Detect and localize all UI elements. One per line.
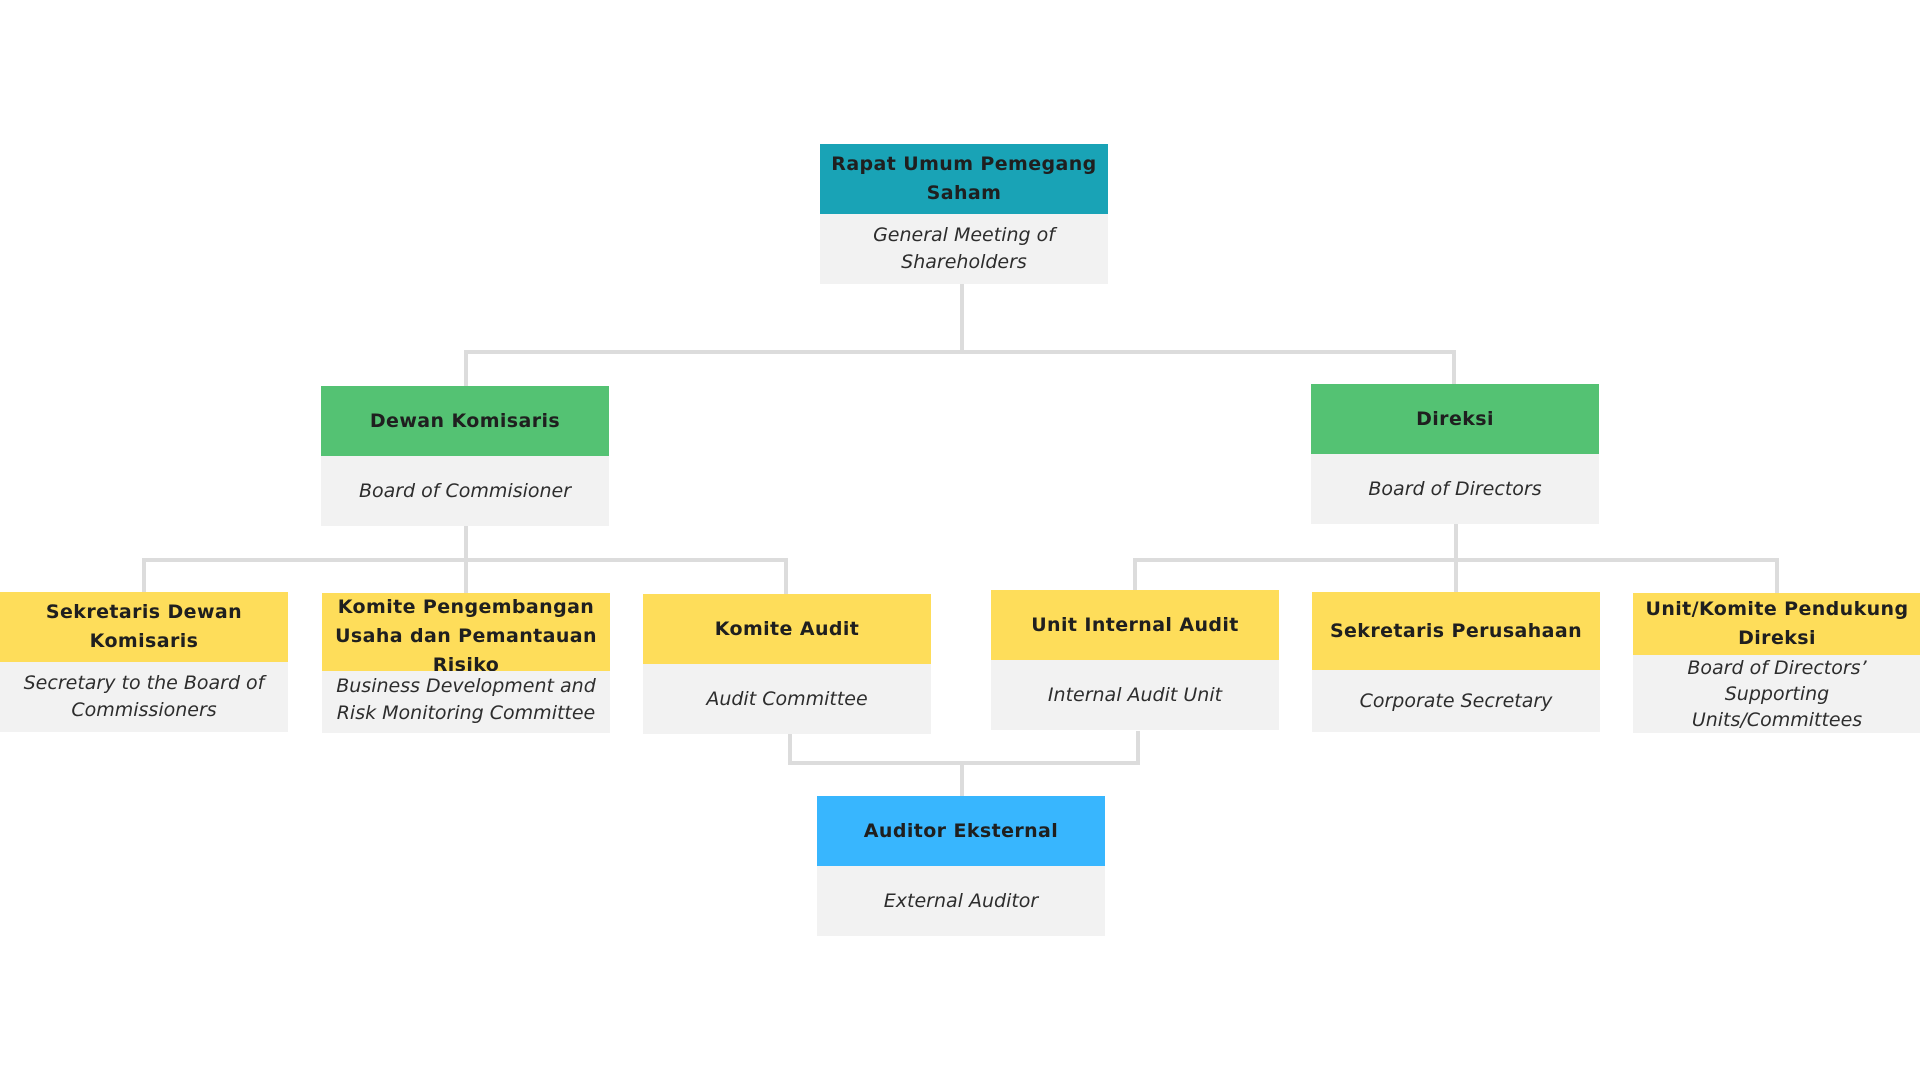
commissioner-secretary-subtitle: Secretary to the Board of Commissioners <box>0 662 288 732</box>
auditor-connector <box>788 731 1140 797</box>
external-auditor-subtitle: External Auditor <box>817 866 1105 936</box>
node-external-auditor: Auditor Eksternal External Auditor <box>817 796 1105 936</box>
commissioners-title: Dewan Komisaris <box>321 386 609 456</box>
commissioner-secretary-title: Sekretaris Dewan Komisaris <box>0 592 288 662</box>
general-meeting-title: Rapat Umum Pemegang Saham <box>820 144 1108 214</box>
corporate-secretary-title: Sekretaris Perusahaan <box>1312 592 1600 670</box>
gms-connector <box>464 284 1456 389</box>
corporate-secretary-subtitle: Corporate Secretary <box>1312 670 1600 732</box>
node-board-of-directors: Direksi Board of Directors <box>1311 384 1599 524</box>
audit-committee-title: Komite Audit <box>643 594 931 664</box>
directors-title: Direksi <box>1311 384 1599 454</box>
commissioners-subtitle: Board of Commisioner <box>321 456 609 526</box>
node-audit-committee: Komite Audit Audit Committee <box>643 594 931 734</box>
node-risk-monitoring-committee: Komite Pengembangan Usaha dan Pemantauan… <box>322 593 610 733</box>
node-directors-supporting-units: Unit/Komite Pendukung Direksi Board of D… <box>1633 593 1920 733</box>
node-board-of-commissioners: Dewan Komisaris Board of Commisioner <box>321 386 609 526</box>
directors-subtitle: Board of Directors <box>1311 454 1599 524</box>
general-meeting-subtitle: General Meeting of Shareholders <box>820 214 1108 284</box>
commissioners-connector <box>142 525 788 597</box>
node-internal-audit-unit: Unit Internal Audit Internal Audit Unit <box>991 590 1279 730</box>
directors-support-title: Unit/Komite Pendukung Direksi <box>1633 593 1920 655</box>
audit-committee-subtitle: Audit Committee <box>643 664 931 734</box>
internal-audit-subtitle: Internal Audit Unit <box>991 660 1279 730</box>
directors-support-subtitle: Board of Directors’ Supporting Units/Com… <box>1633 655 1920 733</box>
risk-committee-title: Komite Pengembangan Usaha dan Pemantauan… <box>322 593 610 671</box>
node-general-meeting: Rapat Umum Pemegang Saham General Meetin… <box>820 144 1108 284</box>
internal-audit-title: Unit Internal Audit <box>991 590 1279 660</box>
directors-connector <box>1133 523 1779 595</box>
risk-committee-subtitle: Business Development and Risk Monitoring… <box>322 671 610 733</box>
external-auditor-title: Auditor Eksternal <box>817 796 1105 866</box>
node-corporate-secretary: Sekretaris Perusahaan Corporate Secretar… <box>1312 592 1600 732</box>
node-commissioner-secretary: Sekretaris Dewan Komisaris Secretary to … <box>0 592 288 732</box>
